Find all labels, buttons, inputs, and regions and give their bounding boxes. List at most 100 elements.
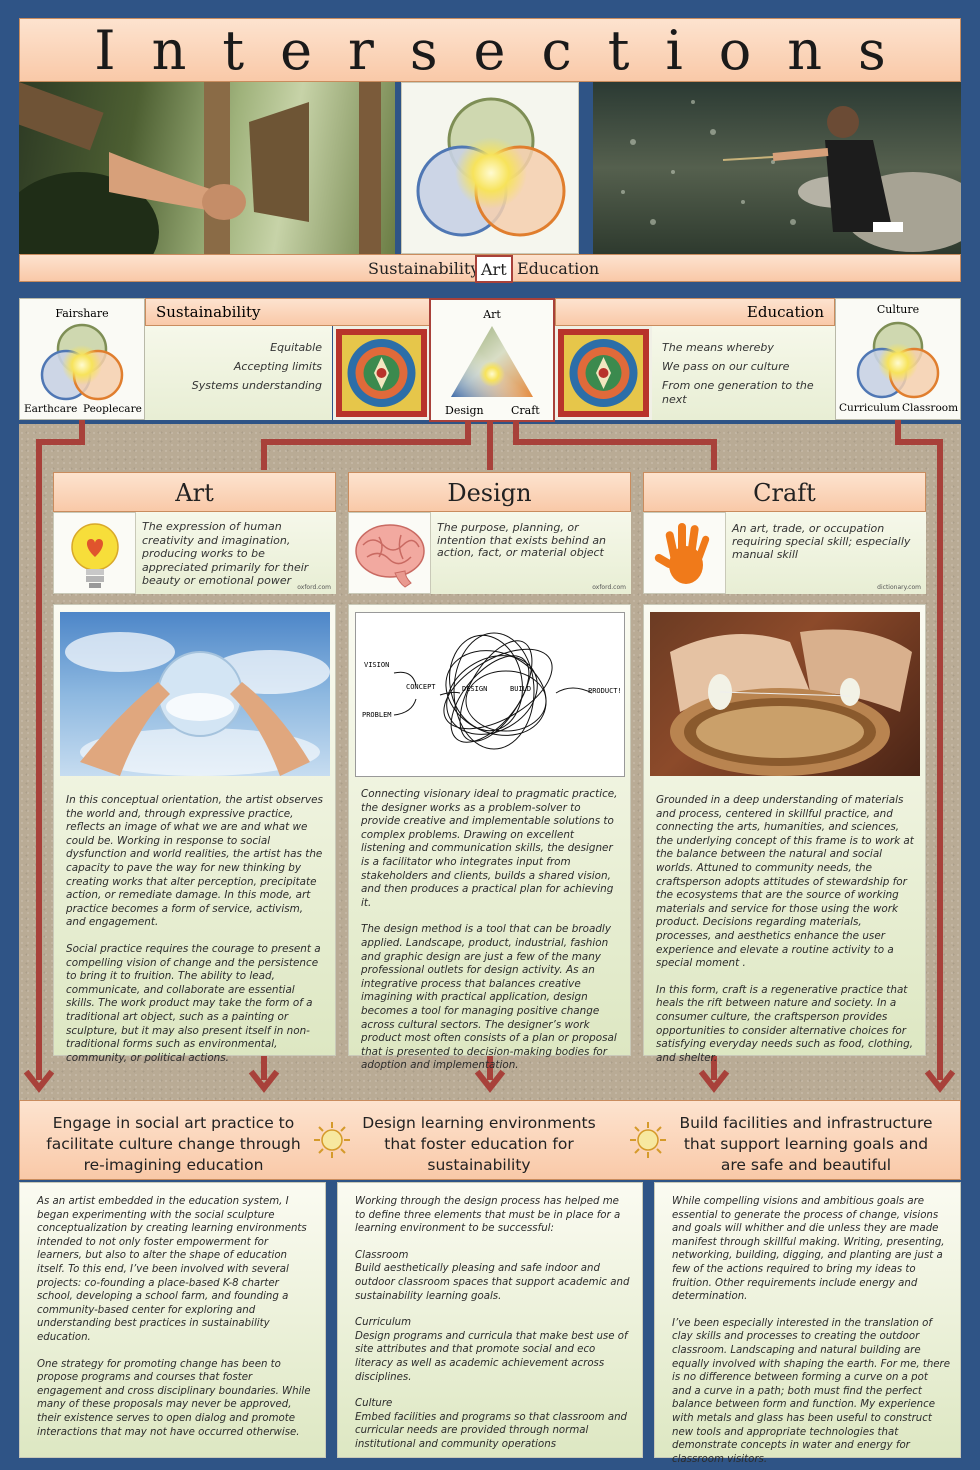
art-column-header: Art [53, 472, 336, 512]
craft-body-box: Grounded in a deep understanding of mate… [643, 604, 926, 1064]
art-body-box: In this conceptual orientation, the arti… [53, 604, 336, 1064]
builder-illustration [19, 82, 381, 254]
triangle-art-design-craft-icon [451, 326, 533, 397]
bottom-heading: Curriculum [355, 1317, 412, 1329]
bottom-paragraph: One strategy for promoting change has be… [37, 1358, 311, 1438]
art-body-paragraph: Social practice requires the courage to … [66, 942, 321, 1064]
craft-source: dictionary.com [877, 584, 921, 591]
design-column-header: Design [348, 472, 631, 512]
goals-band: Engage in social art practice to facilit… [19, 1100, 961, 1180]
mandala-icon [558, 329, 649, 417]
page-title: Intersections [94, 19, 922, 82]
sustainability-label-bar: Sustainability [145, 298, 430, 326]
design-body-paragraph: The design method is a tool that can be … [361, 923, 617, 1072]
design-source: oxford.com [592, 584, 626, 591]
bottom-heading: Culture [355, 1398, 393, 1410]
education-label: Education [746, 303, 824, 321]
craft-body-paragraph: In this form, craft is a regenerative pr… [656, 983, 914, 1064]
bottom-art-box: As an artist embedded in the education s… [19, 1182, 326, 1458]
sun-icon [630, 1122, 666, 1158]
photo-leather-stitching [650, 612, 920, 776]
bottom-design-text: Working through the design process has h… [338, 1183, 642, 1452]
scribble-diagram-icon [393, 632, 593, 750]
craft-body-paragraph: Grounded in a deep understanding of mate… [656, 794, 914, 970]
bottom-paragraph: While compelling visions and ambitious g… [672, 1196, 945, 1303]
art-body-text: In this conceptual orientation, the arti… [56, 785, 335, 1087]
diagram-design: DESIGN [462, 685, 488, 693]
art-body-paragraph: In this conceptual orientation, the arti… [66, 794, 323, 929]
bottom-art-text: As an artist embedded in the education s… [20, 1183, 325, 1439]
leather-stitching-illustration [670, 629, 912, 776]
venn-logo-panel [401, 82, 579, 254]
bottom-paragraph: Design programs and curricula that make … [355, 1330, 628, 1383]
crystal-ball-illustration [65, 632, 330, 776]
bottom-craft-box: While compelling visions and ambitious g… [654, 1182, 961, 1465]
subtitle-art-box: Art [475, 255, 513, 283]
diagram-problem: PROBLEM [362, 711, 392, 719]
craft-definition-box: An art, trade, or occupation requiring s… [726, 512, 926, 594]
right-venn-box: Culture Curriculum Classroom [835, 298, 961, 420]
craft-column-title: Craft [753, 479, 816, 507]
diagram-build: BUILD [510, 685, 532, 693]
small-venn-icon [856, 321, 940, 399]
right-venn-top-label: Culture [876, 303, 920, 316]
art-definition-box: The expression of human creativity and i… [136, 512, 336, 594]
mandala-left [333, 326, 430, 420]
goal-craft: Build facilities and infrastructure that… [679, 1114, 933, 1174]
mandala-right [555, 326, 652, 420]
education-label-bar: Education [555, 298, 835, 326]
bottom-craft-text: While compelling visions and ambitious g… [655, 1183, 960, 1466]
art-definition: The expression of human creativity and i… [142, 520, 309, 587]
photo-builder-posts [19, 82, 395, 254]
bottom-design-box: Working through the design process has h… [337, 1182, 643, 1458]
left-venn-br-label: Peoplecare [83, 403, 142, 415]
art-icon-box [53, 512, 136, 594]
education-line-1: The means whereby [662, 341, 774, 354]
sustainability-line-1: Equitable [270, 341, 322, 354]
education-text-box: The means whereby We pass on our culture… [652, 326, 835, 420]
design-definition-box: The purpose, planning, or intention that… [431, 512, 631, 594]
design-body-box: VISION CONCEPT PROBLEM DESIGN BUILD PROD… [348, 604, 631, 1071]
art-column-title: Art [175, 479, 214, 507]
diagram-product: PRODUCT! [588, 687, 622, 695]
design-icon-box [348, 512, 431, 594]
bottom-paragraph: Working through the design process has h… [355, 1196, 621, 1235]
subtitle-sustainability: Sustainability [368, 259, 480, 278]
sustainability-text-box: Equitable Accepting limits Systems under… [145, 326, 332, 420]
mandala-icon [336, 329, 427, 417]
bottom-paragraph: Embed facilities and programs so that cl… [355, 1411, 627, 1450]
education-line-2: We pass on our culture [662, 360, 790, 373]
sustainability-line-2: Accepting limits [233, 360, 322, 373]
triangle-bl-label: Design [445, 404, 484, 417]
sustainability-line-3: Systems understanding [191, 379, 322, 392]
design-definition: The purpose, planning, or intention that… [437, 521, 607, 559]
diagram-concept: CONCEPT [406, 683, 436, 691]
design-body-paragraph: Connecting visionary ideal to pragmatic … [361, 788, 618, 909]
bottom-heading: Classroom [355, 1249, 409, 1261]
triangle-top-label: Art [483, 308, 501, 321]
sun-icon [314, 1122, 350, 1158]
design-body-text: Connecting visionary ideal to pragmatic … [351, 779, 630, 1095]
lightbulb-heart-icon [71, 523, 119, 588]
left-venn-top-label: Fairshare [55, 307, 109, 320]
craft-icon-box [643, 512, 726, 594]
goal-art: Engage in social art practice to facilit… [46, 1114, 301, 1174]
subtitle-education: Education [517, 259, 600, 278]
brain-icon [355, 524, 425, 588]
photo-boy-pond [593, 82, 961, 254]
left-venn-box: Fairshare Earthcare Peoplecare [19, 298, 145, 420]
craft-definition: An art, trade, or occupation requiring s… [732, 522, 911, 561]
left-venn-bl-label: Earthcare [24, 403, 78, 415]
art-source: oxford.com [297, 584, 331, 591]
right-venn-bl-label: Curriculum [839, 402, 900, 414]
goal-design: Design learning environments that foster… [362, 1114, 596, 1174]
craft-body-text: Grounded in a deep understanding of mate… [646, 785, 925, 1087]
sustainability-label: Sustainability [156, 303, 261, 321]
design-column-title: Design [447, 479, 532, 507]
venn-logo-icon [416, 97, 566, 237]
bottom-paragraph: Build aesthetically pleasing and safe in… [355, 1263, 630, 1302]
orange-handprint-icon [654, 523, 710, 584]
triangle-br-label: Craft [511, 404, 540, 417]
education-line-3: From one generation to the next [662, 379, 814, 406]
bottom-paragraph: As an artist embedded in the education s… [37, 1196, 307, 1343]
